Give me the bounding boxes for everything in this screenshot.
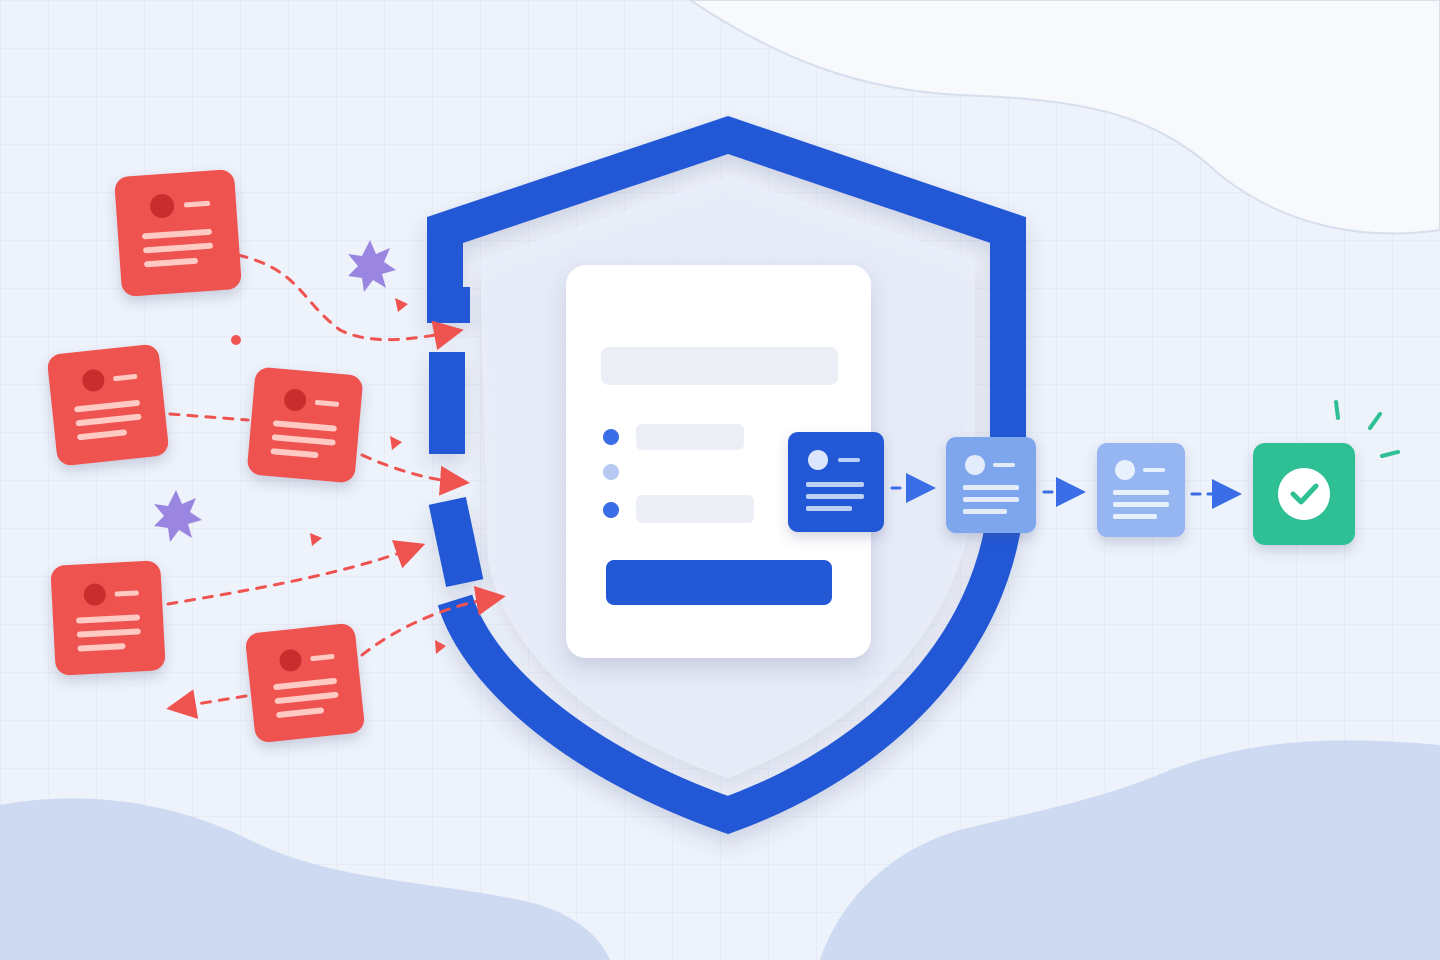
threat-path [168, 412, 250, 422]
pipeline-card-approved [1253, 443, 1355, 545]
threat-dot [231, 335, 241, 345]
threat-path [236, 253, 464, 351]
check-circle-icon [1278, 468, 1330, 520]
pipeline-stages [788, 432, 1355, 545]
background-wave-bottom-left [0, 798, 610, 960]
shield-segment [428, 496, 484, 588]
form-option-dot [603, 464, 619, 480]
threat-path [166, 540, 426, 606]
form-option-dot [603, 502, 619, 518]
star-burst-icon [348, 240, 396, 292]
form-option-field [636, 495, 754, 523]
star-burst-icon [154, 490, 202, 542]
profile-card-icon [47, 344, 169, 466]
check-mark [1290, 483, 1319, 505]
threat-arrowhead [390, 436, 402, 450]
threat-path [166, 689, 248, 719]
pipeline-card-validated [946, 437, 1036, 533]
burst-line [1368, 412, 1382, 430]
pipeline-arrows [890, 473, 1242, 509]
threat-arrowhead [395, 298, 408, 312]
burst-line [1380, 450, 1400, 458]
profile-card-icon [245, 623, 365, 743]
threat-path [360, 586, 506, 657]
pipeline-card-submitted [788, 432, 884, 532]
form-title-field [601, 347, 838, 385]
profile-card-icon [114, 169, 242, 297]
background-wave-bottom-right [820, 740, 1440, 960]
form-option-field [636, 424, 744, 450]
success-burst [1334, 400, 1400, 458]
threat-cards [47, 169, 365, 743]
shield-segment [429, 352, 465, 454]
threat-paths [166, 253, 506, 719]
threat-arrowhead [435, 640, 446, 654]
burst-line [1334, 400, 1340, 420]
pipeline-card-processed [1097, 443, 1185, 537]
background-wave-top [688, 0, 1440, 235]
profile-card-icon [247, 367, 363, 483]
profile-card-icon [50, 560, 166, 676]
form-option-dot [603, 429, 619, 445]
form-submit-bar [606, 560, 832, 605]
threat-arrowhead [310, 533, 322, 546]
threat-path [360, 453, 470, 496]
